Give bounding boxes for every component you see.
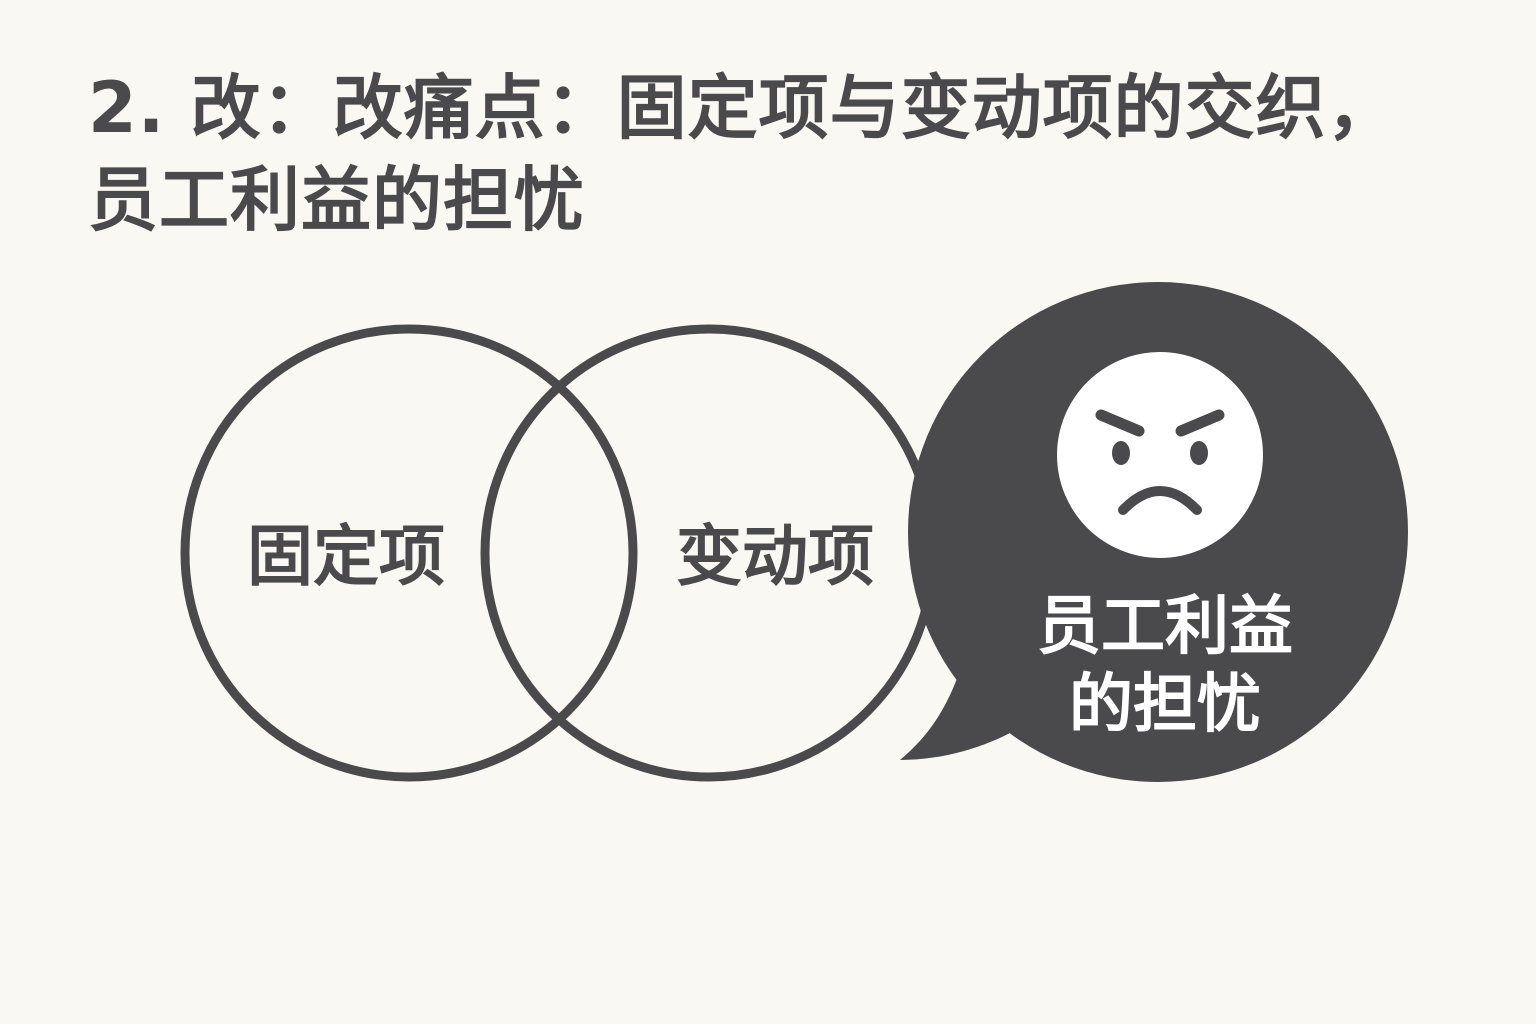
title-line-1: 2. 改：改痛点：固定项与变动项的交织， <box>88 67 1398 149</box>
concern-line-2: 的担忧 <box>1069 668 1261 742</box>
title-line-2: 员工利益的担忧 <box>88 159 585 241</box>
employee-concern-label: 员工利益 的担忧 <box>1005 588 1325 744</box>
page-title: 2. 改：改痛点：固定项与变动项的交织， 员工利益的担忧 <box>88 62 1488 246</box>
right-eye <box>1190 441 1208 465</box>
fixed-items-label: 固定项 <box>247 518 445 595</box>
variable-items-label: 变动项 <box>676 518 874 595</box>
right-eyebrow <box>1175 409 1225 437</box>
fixed-items-circle <box>180 324 638 782</box>
concern-line-1: 员工利益 <box>1037 590 1293 664</box>
frown-mouth <box>1118 486 1202 515</box>
left-eyebrow <box>1095 409 1145 437</box>
speech-bubble-tail <box>900 655 1040 760</box>
left-eye <box>1112 441 1130 465</box>
angry-face-icon <box>1057 352 1263 558</box>
